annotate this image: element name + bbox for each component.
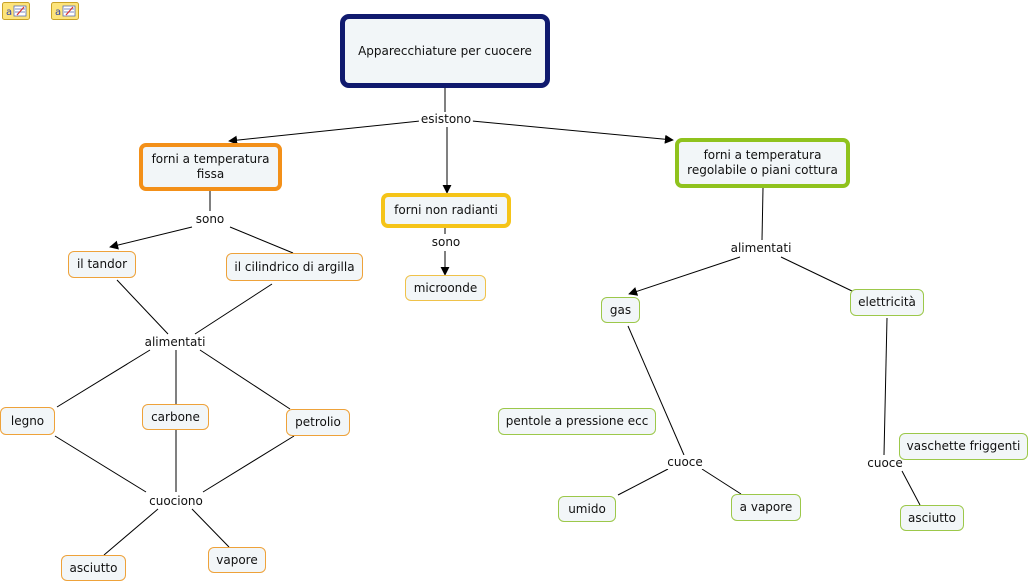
link-label-sono-left: sono — [193, 212, 227, 226]
link-label-sono-mid: sono — [429, 235, 463, 249]
concept-vapore[interactable]: vapore — [208, 547, 266, 573]
concept-carbone[interactable]: carbone — [142, 404, 209, 430]
concept-legno[interactable]: legno — [0, 407, 55, 435]
concept-gas[interactable]: gas — [601, 297, 640, 323]
note-icon[interactable]: a — [51, 2, 79, 20]
link-label-alimentati-right: alimentati — [728, 241, 794, 255]
concept-umido[interactable]: umido — [558, 496, 616, 522]
svg-text:a: a — [55, 7, 61, 18]
link-label-cuoce-mid: cuoce — [665, 455, 705, 469]
link-label-cuociono: cuociono — [147, 494, 205, 508]
concept-root[interactable]: Apparecchiature per cuocere — [340, 14, 550, 88]
link-label-esistono: esistono — [418, 112, 474, 126]
concept-asciutto-right[interactable]: asciutto — [900, 505, 964, 531]
svg-text:a: a — [6, 7, 12, 18]
concept-elettricita[interactable]: elettricità — [850, 289, 924, 316]
link-label-cuoce-right: cuoce — [865, 456, 905, 470]
concept-il-tandor[interactable]: il tandor — [68, 251, 136, 278]
concept-il-cilindrico-di-argilla[interactable]: il cilindrico di argilla — [226, 253, 363, 281]
concept-a-vapore[interactable]: a vapore — [731, 494, 801, 521]
concept-microonde[interactable]: microonde — [405, 275, 486, 301]
concept-petrolio[interactable]: petrolio — [286, 409, 350, 436]
concept-forni-temperatura-regolabile[interactable]: forni a temperatura regolabile o piani c… — [675, 138, 850, 188]
concept-forni-temperatura-fissa[interactable]: forni a temperatura fissa — [139, 143, 282, 191]
concept-asciutto-left[interactable]: asciutto — [61, 555, 126, 581]
concept-pentole-a-pressione[interactable]: pentole a pressione ecc — [498, 408, 656, 435]
note-icon[interactable]: a — [2, 2, 30, 20]
concept-vaschette-friggenti[interactable]: vaschette friggenti — [899, 433, 1028, 460]
link-label-alimentati-left: alimentati — [142, 335, 208, 349]
concept-forni-non-radianti[interactable]: forni non radianti — [381, 193, 511, 228]
